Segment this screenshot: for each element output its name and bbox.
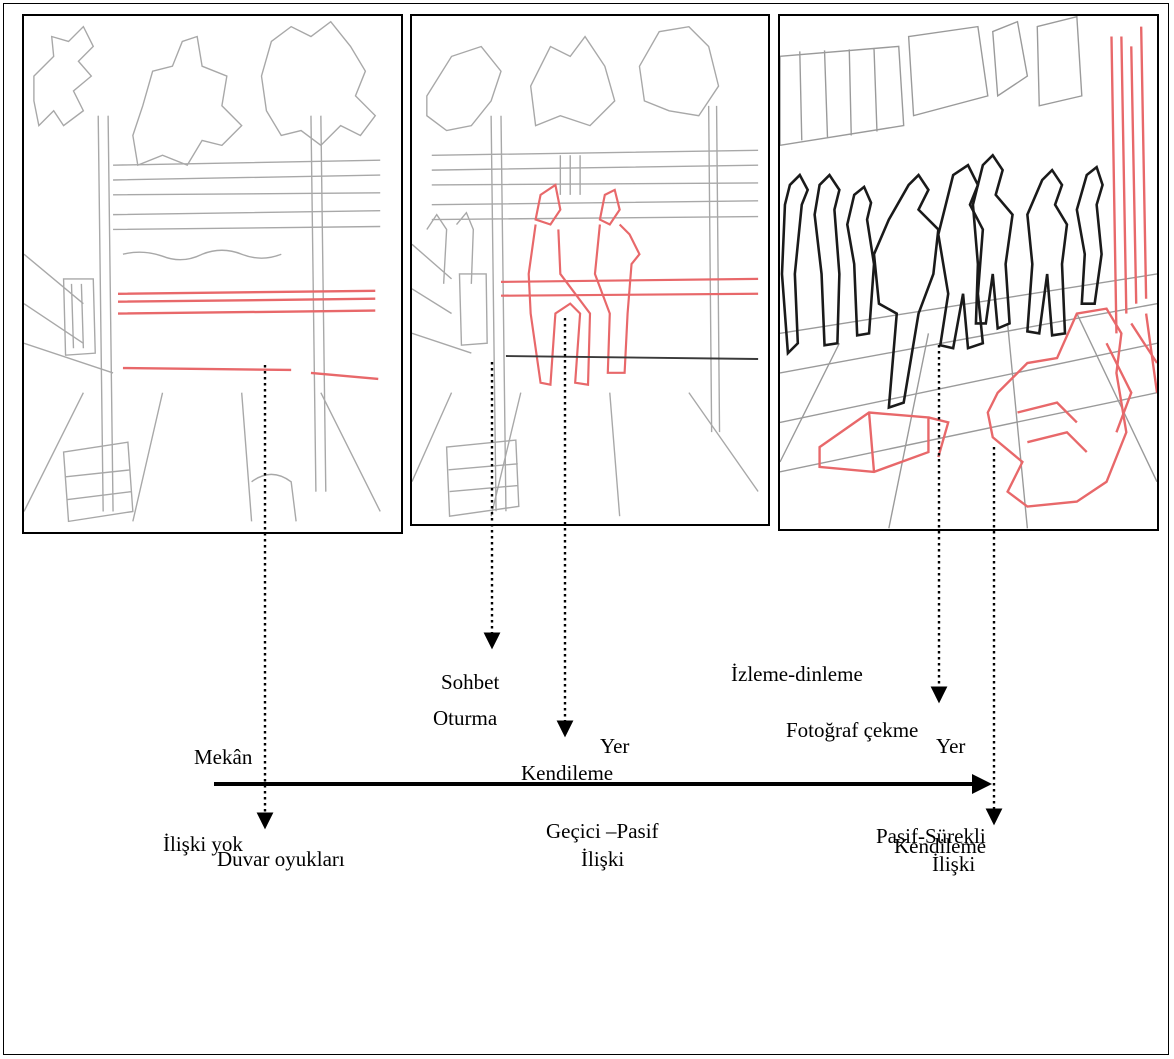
sketch-crowd bbox=[780, 16, 1157, 529]
sketch-conversation bbox=[412, 25, 759, 518]
axis-label-gecici-iliski: İlişki bbox=[581, 847, 625, 871]
label-kendileme-2: Kendileme bbox=[894, 834, 987, 858]
label-sohbet: Sohbet bbox=[441, 670, 500, 694]
figure-frame bbox=[3, 3, 1169, 1055]
axis-label-mekan: Mekân bbox=[194, 745, 253, 769]
sketch-panel-conversation bbox=[410, 14, 770, 526]
axis-label-surekli-iliski: İlişki bbox=[932, 852, 976, 876]
sketch-wall-niches bbox=[24, 20, 381, 523]
axis-label-gecici-pasif: Geçici –Pasif bbox=[546, 819, 659, 843]
label-duvar-oyuklari: Duvar oyukları bbox=[217, 847, 345, 871]
label-izleme-dinleme: İzleme-dinleme bbox=[731, 662, 863, 686]
label-oturma: Oturma bbox=[433, 706, 498, 730]
sketch-panel-crowd bbox=[778, 14, 1159, 531]
axis-label-iliski-yok: İlişki yok bbox=[163, 832, 243, 856]
sketch-panel-wall-niches bbox=[22, 14, 403, 534]
label-fotograf-cekme: Fotoğraf çekme bbox=[786, 718, 919, 742]
label-kendileme-1: Kendileme bbox=[521, 761, 614, 785]
axis-label-yer-mid: Yer bbox=[600, 734, 630, 758]
axis-label-pasif-surekli: Pasif-Sürekli bbox=[876, 824, 986, 848]
axis-label-yer-end: Yer bbox=[936, 734, 966, 758]
